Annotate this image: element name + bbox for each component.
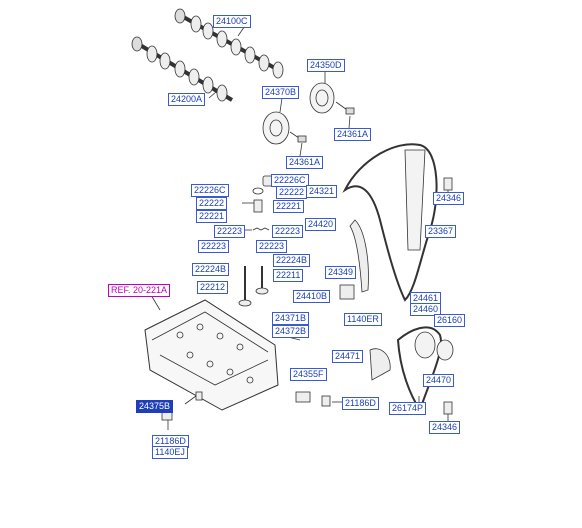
sprocket-24350D (309, 82, 355, 115)
part-label-22223-left[interactable]: 22223 (214, 225, 246, 238)
part-label-22224B-right[interactable]: 22224B (273, 254, 311, 267)
part-label-24471[interactable]: 24471 (332, 350, 364, 363)
part-label-22221-left[interactable]: 22221 (196, 210, 228, 223)
reference-label[interactable]: REF. 20-221A (108, 284, 171, 297)
part-label-24470[interactable]: 24470 (423, 374, 455, 387)
part-label-22226C-left[interactable]: 22226C (191, 184, 229, 197)
part-label-24410B[interactable]: 24410B (293, 290, 331, 303)
part-label-24349[interactable]: 24349 (325, 266, 357, 279)
part-label-26174P[interactable]: 26174P (389, 402, 427, 415)
cylinder-head (144, 299, 279, 411)
part-label-24372B[interactable]: 24372B (272, 325, 310, 338)
part-label-24355F[interactable]: 24355F (290, 368, 327, 381)
part-label-22211[interactable]: 22211 (273, 269, 304, 282)
part-label-24460[interactable]: 24460 (410, 303, 442, 316)
part-label-22222-left[interactable]: 22222 (196, 197, 228, 210)
timing-chain (342, 143, 438, 302)
part-label-22212[interactable]: 22212 (197, 281, 229, 294)
part-label-24321[interactable]: 24321 (306, 185, 338, 198)
sprocket-24370B (262, 111, 307, 145)
part-label-24420[interactable]: 24420 (305, 218, 337, 231)
part-label-1140ER[interactable]: 1140ER (344, 313, 382, 326)
part-label-23367[interactable]: 23367 (425, 225, 457, 238)
part-label-22223-lower[interactable]: 22223 (198, 240, 230, 253)
part-label-22221-right[interactable]: 22221 (273, 200, 305, 213)
part-label-24371B[interactable]: 24371B (272, 312, 310, 325)
part-label-21186D-right[interactable]: 21186D (342, 397, 379, 410)
part-label-22224B-left[interactable]: 22224B (192, 263, 230, 276)
part-label-24361A-upper[interactable]: 24361A (334, 128, 372, 141)
part-label-22223-mid[interactable]: 22223 (256, 240, 288, 253)
camshaft-intake (131, 36, 234, 102)
part-label-24375B-highlighted[interactable]: 24375B (136, 400, 174, 413)
part-label-24346-upper[interactable]: 24346 (433, 192, 465, 205)
part-label-24350D[interactable]: 24350D (307, 59, 345, 72)
part-label-24100C[interactable]: 24100C (213, 15, 251, 28)
camshaft-exhaust (174, 8, 284, 79)
part-label-24370B[interactable]: 24370B (262, 86, 300, 99)
part-label-24346-lower[interactable]: 24346 (429, 421, 461, 434)
part-label-26160[interactable]: 26160 (434, 314, 466, 327)
part-label-1140EJ[interactable]: 1140EJ (152, 446, 188, 459)
part-label-24200A[interactable]: 24200A (168, 93, 206, 106)
part-label-22222-right[interactable]: 22222 (276, 186, 308, 199)
part-label-22223-right[interactable]: 22223 (272, 225, 304, 238)
part-label-24361A-lower[interactable]: 24361A (286, 156, 324, 169)
